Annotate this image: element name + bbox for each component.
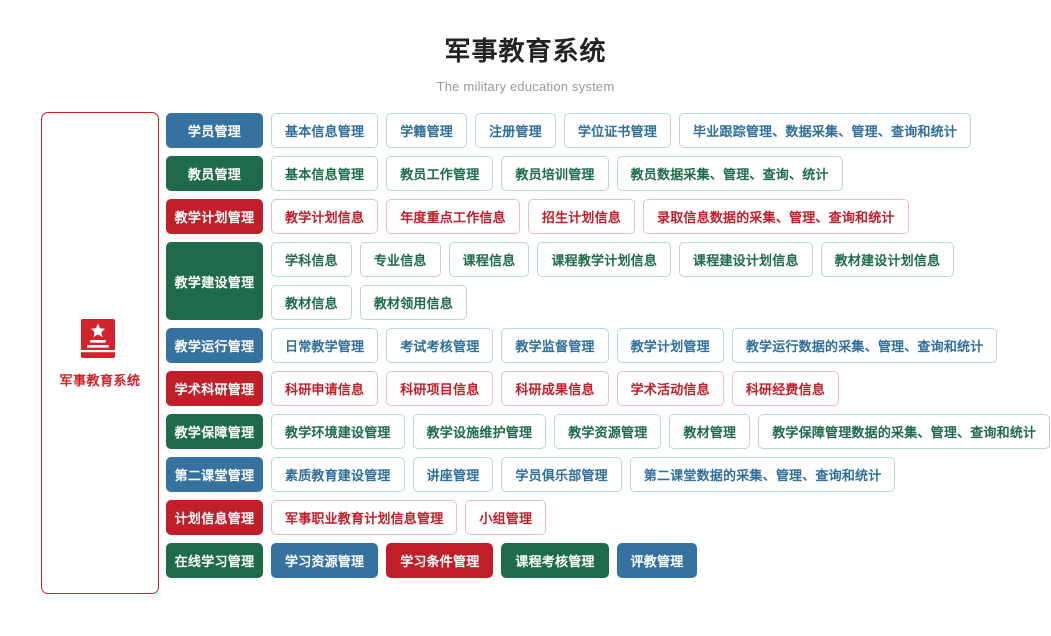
subitem-group: 学科信息专业信息课程信息课程教学计划信息课程建设计划信息教材建设计划信息教材信息… <box>271 242 1051 321</box>
subitem-button[interactable]: 教材管理 <box>669 414 751 450</box>
subitem-line: 学科信息专业信息课程信息课程教学计划信息课程建设计划信息教材建设计划信息 <box>271 242 1051 278</box>
page-header: 军事教育系统 The military education system <box>0 0 1051 94</box>
category-button[interactable]: 教学计划管理 <box>166 199 263 235</box>
module-row: 计划信息管理军事职业教育计划信息管理小组管理 <box>166 500 1051 536</box>
subitem-button[interactable]: 基本信息管理 <box>271 156 379 192</box>
subitem-button[interactable]: 学术活动信息 <box>616 371 724 407</box>
category-button[interactable]: 学员管理 <box>166 113 263 149</box>
subitem-button[interactable]: 科研项目信息 <box>386 371 494 407</box>
module-row: 学术科研管理科研申请信息科研项目信息科研成果信息学术活动信息科研经费信息 <box>166 371 1051 407</box>
subitem-button[interactable]: 教学计划信息 <box>271 199 379 235</box>
category-button[interactable]: 计划信息管理 <box>166 500 263 536</box>
subitem-button[interactable]: 年度重点工作信息 <box>386 199 520 235</box>
subitem-button[interactable]: 课程建设计划信息 <box>679 242 813 278</box>
book-star-icon <box>79 317 121 361</box>
module-row: 教学运行管理日常教学管理考试考核管理教学监督管理教学计划管理教学运行数据的采集、… <box>166 328 1051 364</box>
subitem-button[interactable]: 评教管理 <box>616 543 698 579</box>
subitem-button[interactable]: 学习资源管理 <box>271 543 379 579</box>
subitem-group: 素质教育建设管理讲座管理学员俱乐部管理第二课堂数据的采集、管理、查询和统计 <box>271 457 1051 493</box>
subitem-line: 教学计划信息年度重点工作信息招生计划信息录取信息数据的采集、管理、查询和统计 <box>271 199 1051 235</box>
subitem-group: 科研申请信息科研项目信息科研成果信息学术活动信息科研经费信息 <box>271 371 1051 407</box>
subitem-button[interactable]: 教材信息 <box>271 285 352 321</box>
subitem-button[interactable]: 讲座管理 <box>412 457 494 493</box>
subitem-button[interactable]: 注册管理 <box>475 113 556 149</box>
subitem-button[interactable]: 招生计划信息 <box>527 199 636 235</box>
subitem-button[interactable]: 教员数据采集、管理、查询、统计 <box>616 156 843 192</box>
subitem-button[interactable]: 教学保障管理数据的采集、管理、查询和统计 <box>758 414 1051 450</box>
subitem-button[interactable]: 课程信息 <box>448 242 530 278</box>
subitem-group: 基本信息管理学籍管理注册管理学位证书管理毕业跟踪管理、数据采集、管理、查询和统计 <box>271 113 1051 149</box>
subitem-line: 素质教育建设管理讲座管理学员俱乐部管理第二课堂数据的采集、管理、查询和统计 <box>271 457 1051 493</box>
category-button[interactable]: 在线学习管理 <box>166 543 263 579</box>
module-rows: 学员管理基本信息管理学籍管理注册管理学位证书管理毕业跟踪管理、数据采集、管理、查… <box>166 112 1051 586</box>
subitem-button[interactable]: 教学设施维护管理 <box>412 414 547 450</box>
subitem-line: 学习资源管理学习条件管理课程考核管理评教管理 <box>271 543 1051 579</box>
subitem-button[interactable]: 学员俱乐部管理 <box>501 457 622 493</box>
subitem-button[interactable]: 科研经费信息 <box>731 371 840 407</box>
subitem-button[interactable]: 小组管理 <box>465 500 547 536</box>
subitem-button[interactable]: 考试考核管理 <box>386 328 494 364</box>
subitem-line: 教学环境建设管理教学设施维护管理教学资源管理教材管理教学保障管理数据的采集、管理… <box>271 414 1051 450</box>
subitem-line: 教材信息教材领用信息 <box>271 285 1051 321</box>
subitem-group: 军事职业教育计划信息管理小组管理 <box>271 500 1051 536</box>
category-button[interactable]: 教学保障管理 <box>166 414 263 450</box>
subitem-button[interactable]: 日常教学管理 <box>271 328 379 364</box>
subitem-group: 基本信息管理教员工作管理教员培训管理教员数据采集、管理、查询、统计 <box>271 156 1051 192</box>
subitem-group: 教学环境建设管理教学设施维护管理教学资源管理教材管理教学保障管理数据的采集、管理… <box>271 414 1051 450</box>
subitem-button[interactable]: 科研申请信息 <box>271 371 379 407</box>
module-row: 教学保障管理教学环境建设管理教学设施维护管理教学资源管理教材管理教学保障管理数据… <box>166 414 1051 450</box>
subitem-button[interactable]: 教学环境建设管理 <box>271 414 405 450</box>
subitem-button[interactable]: 毕业跟踪管理、数据采集、管理、查询和统计 <box>679 113 972 149</box>
module-row: 学员管理基本信息管理学籍管理注册管理学位证书管理毕业跟踪管理、数据采集、管理、查… <box>166 113 1051 149</box>
module-row: 教员管理基本信息管理教员工作管理教员培训管理教员数据采集、管理、查询、统计 <box>166 156 1051 192</box>
subitem-line: 基本信息管理教员工作管理教员培训管理教员数据采集、管理、查询、统计 <box>271 156 1051 192</box>
subitem-group: 日常教学管理考试考核管理教学监督管理教学计划管理教学运行数据的采集、管理、查询和… <box>271 328 1051 364</box>
category-button[interactable]: 学术科研管理 <box>166 371 263 407</box>
category-button[interactable]: 第二课堂管理 <box>166 457 263 493</box>
page-subtitle: The military education system <box>436 79 615 95</box>
subitem-line: 军事职业教育计划信息管理小组管理 <box>271 500 1051 536</box>
subitem-button[interactable]: 教材建设计划信息 <box>820 242 955 278</box>
subitem-button[interactable]: 军事职业教育计划信息管理 <box>271 500 458 536</box>
subitem-button[interactable]: 教学计划管理 <box>616 328 724 364</box>
subitem-button[interactable]: 学科信息 <box>271 242 352 278</box>
subitem-button[interactable]: 素质教育建设管理 <box>271 457 405 493</box>
subitem-button[interactable]: 课程考核管理 <box>501 543 609 579</box>
subitem-group: 学习资源管理学习条件管理课程考核管理评教管理 <box>271 543 1051 579</box>
subitem-line: 科研申请信息科研项目信息科研成果信息学术活动信息科研经费信息 <box>271 371 1051 407</box>
subitem-button[interactable]: 录取信息数据的采集、管理、查询和统计 <box>643 199 909 235</box>
subitem-line: 日常教学管理考试考核管理教学监督管理教学计划管理教学运行数据的采集、管理、查询和… <box>271 328 1051 364</box>
subitem-button[interactable]: 学籍管理 <box>386 113 468 149</box>
category-button[interactable]: 教学建设管理 <box>166 242 263 321</box>
subitem-button[interactable]: 课程教学计划信息 <box>537 242 672 278</box>
subitem-button[interactable]: 科研成果信息 <box>501 371 609 407</box>
subitem-button[interactable]: 教学资源管理 <box>554 414 662 450</box>
subitem-line: 基本信息管理学籍管理注册管理学位证书管理毕业跟踪管理、数据采集、管理、查询和统计 <box>271 113 1051 149</box>
module-row: 在线学习管理学习资源管理学习条件管理课程考核管理评教管理 <box>166 543 1051 579</box>
content-area: 军事教育系统 学员管理基本信息管理学籍管理注册管理学位证书管理毕业跟踪管理、数据… <box>0 112 1051 595</box>
module-row: 教学建设管理学科信息专业信息课程信息课程教学计划信息课程建设计划信息教材建设计划… <box>166 242 1051 321</box>
subitem-group: 教学计划信息年度重点工作信息招生计划信息录取信息数据的采集、管理、查询和统计 <box>271 199 1051 235</box>
subitem-button[interactable]: 基本信息管理 <box>271 113 379 149</box>
subitem-button[interactable]: 教学监督管理 <box>501 328 609 364</box>
subitem-button[interactable]: 教材领用信息 <box>359 285 468 321</box>
module-row: 教学计划管理教学计划信息年度重点工作信息招生计划信息录取信息数据的采集、管理、查… <box>166 199 1051 235</box>
page-title: 军事教育系统 <box>444 36 607 66</box>
sidebar-system-label: 军事教育系统 <box>59 373 141 389</box>
category-button[interactable]: 教员管理 <box>166 156 263 192</box>
subitem-button[interactable]: 教学运行数据的采集、管理、查询和统计 <box>731 328 998 364</box>
sidebar-system-card[interactable]: 军事教育系统 <box>41 112 159 595</box>
category-button[interactable]: 教学运行管理 <box>166 328 263 364</box>
subitem-button[interactable]: 教员工作管理 <box>386 156 494 192</box>
subitem-button[interactable]: 专业信息 <box>359 242 441 278</box>
module-row: 第二课堂管理素质教育建设管理讲座管理学员俱乐部管理第二课堂数据的采集、管理、查询… <box>166 457 1051 493</box>
subitem-button[interactable]: 学位证书管理 <box>563 113 672 149</box>
subitem-button[interactable]: 教员培训管理 <box>501 156 609 192</box>
subitem-button[interactable]: 第二课堂数据的采集、管理、查询和统计 <box>629 457 896 493</box>
subitem-button[interactable]: 学习条件管理 <box>386 543 494 579</box>
